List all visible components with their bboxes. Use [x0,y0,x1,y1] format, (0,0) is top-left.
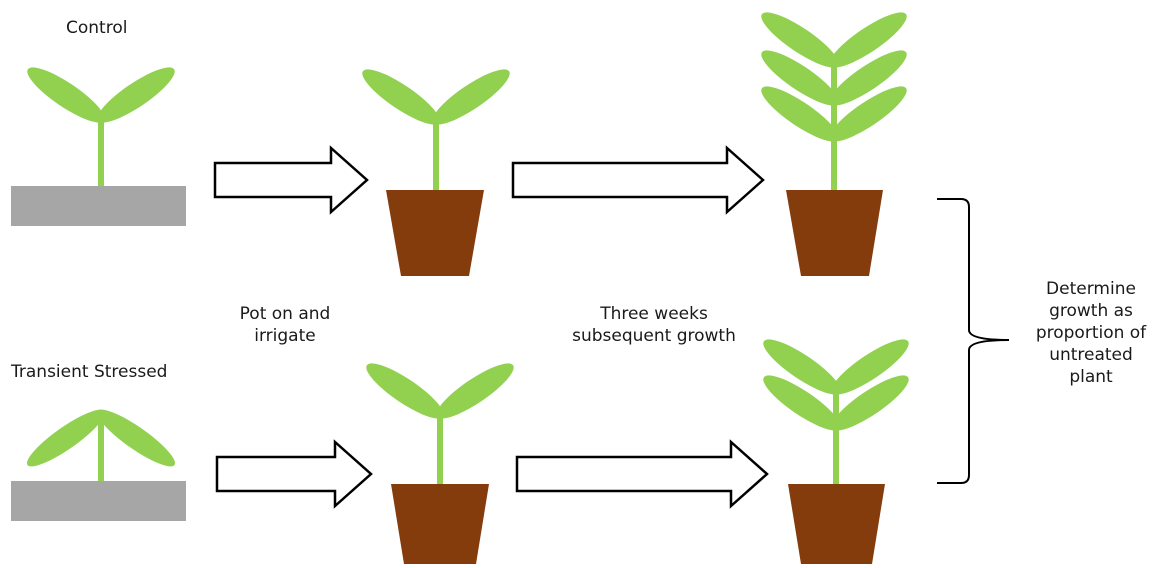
stressed-seedling-leaf-left [26,409,106,467]
determine-line5: plant [1069,367,1113,387]
stressed-grown-leaf-1l [763,339,841,395]
pot-on-arrow-control [213,145,369,215]
control-potted-leaf-right [432,69,510,125]
control-potted-seedling [362,69,510,276]
control-seedling-leaf-left [27,67,105,123]
stressed-grown-leaf-1r [831,339,909,395]
control-grown-leaf-2l [761,50,839,106]
control-grown-plant [761,12,907,276]
control-label: Control [66,18,128,38]
three-weeks-label: Three weeks subsequent growth [564,303,744,347]
control-seedling [11,67,186,226]
stressed-potted-leaf-right [436,363,514,419]
pot-on-label: Pot on and irrigate [225,303,345,347]
control-grown-leaf-2r [829,50,907,106]
stressed-grown-leaf-2l [763,375,841,431]
stressed-grown-pot [788,484,885,564]
stressed-grown-plant [763,339,909,564]
control-potted-leaf-left [362,69,440,125]
growth-arrow-stressed [515,439,769,509]
control-grown-leaf-3l [761,86,839,142]
pot-on-label-line1: Pot on and [239,304,331,324]
three-weeks-label-line2: subsequent growth [572,326,736,346]
stressed-pot [391,484,489,564]
grouping-brace [937,198,1010,484]
stressed-potted-leaf-left [366,363,444,419]
control-grown-leaf-3r [829,86,907,142]
determine-line4: untreated [1049,345,1133,365]
growth-arrow-control [511,145,765,215]
control-grown-leaf-1l [761,12,839,68]
stressed-seedling [11,409,186,521]
stressed-potted-seedling [366,363,514,564]
stressed-seedling-leaf-right [96,409,176,467]
transient-stressed-label: Transient Stressed [11,362,168,382]
pot-on-label-line2: irrigate [254,326,316,346]
determine-growth-label: Determine growth as proportion of untrea… [1025,278,1157,388]
stressed-ground [11,481,186,521]
stressed-grown-leaf-2r [831,375,909,431]
determine-line3: proportion of [1035,323,1147,343]
pot-on-arrow-stressed [215,439,373,509]
control-grown-pot [786,190,883,276]
determine-line1: Determine [1046,279,1136,299]
control-pot [386,190,484,276]
control-seedling-leaf-right [97,67,175,123]
control-grown-leaf-1r [829,12,907,68]
three-weeks-label-line1: Three weeks [600,304,708,324]
determine-line2: growth as [1049,301,1133,321]
control-ground [11,186,186,226]
